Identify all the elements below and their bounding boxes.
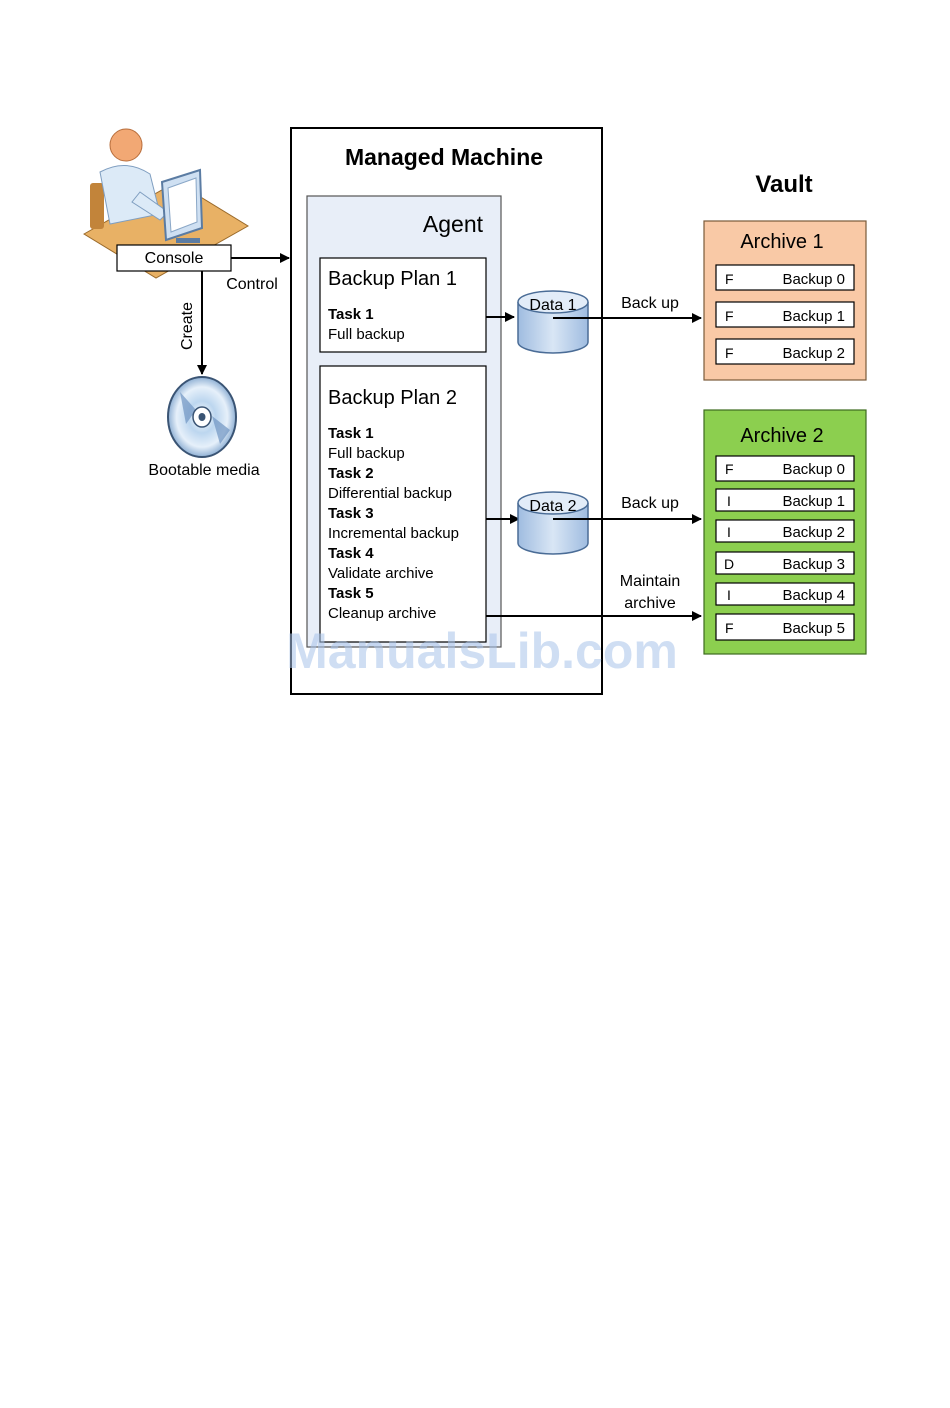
backup-name: Backup 3 <box>782 556 845 573</box>
create-label: Create <box>179 302 196 350</box>
backup-entry <box>715 455 855 482</box>
task-desc: Incremental backup <box>328 525 459 542</box>
backup-entry <box>715 264 855 291</box>
bootable-media-label: Bootable media <box>148 462 259 479</box>
backup-entry <box>715 301 855 328</box>
backup-type: I <box>727 587 731 603</box>
backup-entry <box>715 551 855 575</box>
task-desc: Validate archive <box>328 565 434 582</box>
backup-plan-2: Backup Plan 2 Task 1 Full backup Task 2 … <box>319 365 487 643</box>
backup-type: F <box>725 620 734 636</box>
data-2-cylinder: Data 2 <box>517 491 589 555</box>
task-name: Task 1 <box>328 425 374 442</box>
backup-type: F <box>725 308 734 324</box>
backup-entry <box>715 613 855 641</box>
task-name: Task 4 <box>328 545 374 562</box>
backup-name: Backup 0 <box>782 461 845 478</box>
backup-entry <box>715 582 855 606</box>
task-desc: Differential backup <box>328 485 452 502</box>
task-name: Task 2 <box>328 465 374 482</box>
archive-1: Archive 1 F Backup 0 F Backup 1 F Backup… <box>703 220 867 381</box>
console-label: Console <box>145 250 204 267</box>
backup-type: F <box>725 345 734 361</box>
backup-plan-1: Backup Plan 1 Task 1 Full backup <box>319 257 487 353</box>
backup-type: I <box>727 493 731 509</box>
backup-type: F <box>725 271 734 287</box>
backup-1-label: Back up <box>621 295 679 312</box>
control-label: Control <box>226 276 278 293</box>
task-name: Task 1 <box>328 306 374 323</box>
task-name: Task 3 <box>328 505 374 522</box>
backup-plan-2-box <box>319 365 487 643</box>
backup-entry <box>715 519 855 543</box>
data-2-label: Data 2 <box>529 498 576 515</box>
backup-type: I <box>727 524 731 540</box>
backup-entry <box>715 338 855 365</box>
backup-plan-1-box <box>319 257 487 353</box>
console-workstation: Console <box>83 128 249 279</box>
data-1-label: Data 1 <box>529 297 576 314</box>
backup-name: Backup 2 <box>782 524 845 541</box>
maintain-label-line2: archive <box>624 595 676 612</box>
watermark-text: ManualsLib.com <box>286 623 678 679</box>
backup-name: Backup 4 <box>782 587 845 604</box>
backup-entry <box>715 488 855 512</box>
archive-2: Archive 2 F Backup 0 I Backup 1 I Backup… <box>703 409 867 655</box>
managed-machine-title: Managed Machine <box>345 144 543 170</box>
cd-icon <box>167 376 237 458</box>
backup-name: Backup 1 <box>782 493 845 510</box>
backup-type: D <box>724 556 734 572</box>
console-label-box <box>116 244 232 272</box>
task-name: Task 5 <box>328 585 374 602</box>
task-desc: Full backup <box>328 326 405 343</box>
agent-title: Agent <box>423 211 484 237</box>
backup-name: Backup 1 <box>782 308 845 325</box>
task-desc: Cleanup archive <box>328 605 436 622</box>
backup-name: Backup 2 <box>782 345 845 362</box>
vault-title: Vault <box>755 171 812 198</box>
maintain-label-line1: Maintain <box>620 573 680 590</box>
data-1-cylinder: Data 1 <box>517 290 589 354</box>
backup-plan-2-title: Backup Plan 2 <box>328 387 457 409</box>
archive-2-title: Archive 2 <box>740 425 823 447</box>
backup-plan-1-title: Backup Plan 1 <box>328 268 457 290</box>
archive-1-title: Archive 1 <box>740 231 823 253</box>
backup-type: F <box>725 461 734 477</box>
task-desc: Full backup <box>328 445 405 462</box>
backup-2-label: Back up <box>621 495 679 512</box>
backup-name: Backup 5 <box>782 620 845 637</box>
backup-name: Backup 0 <box>782 271 845 288</box>
